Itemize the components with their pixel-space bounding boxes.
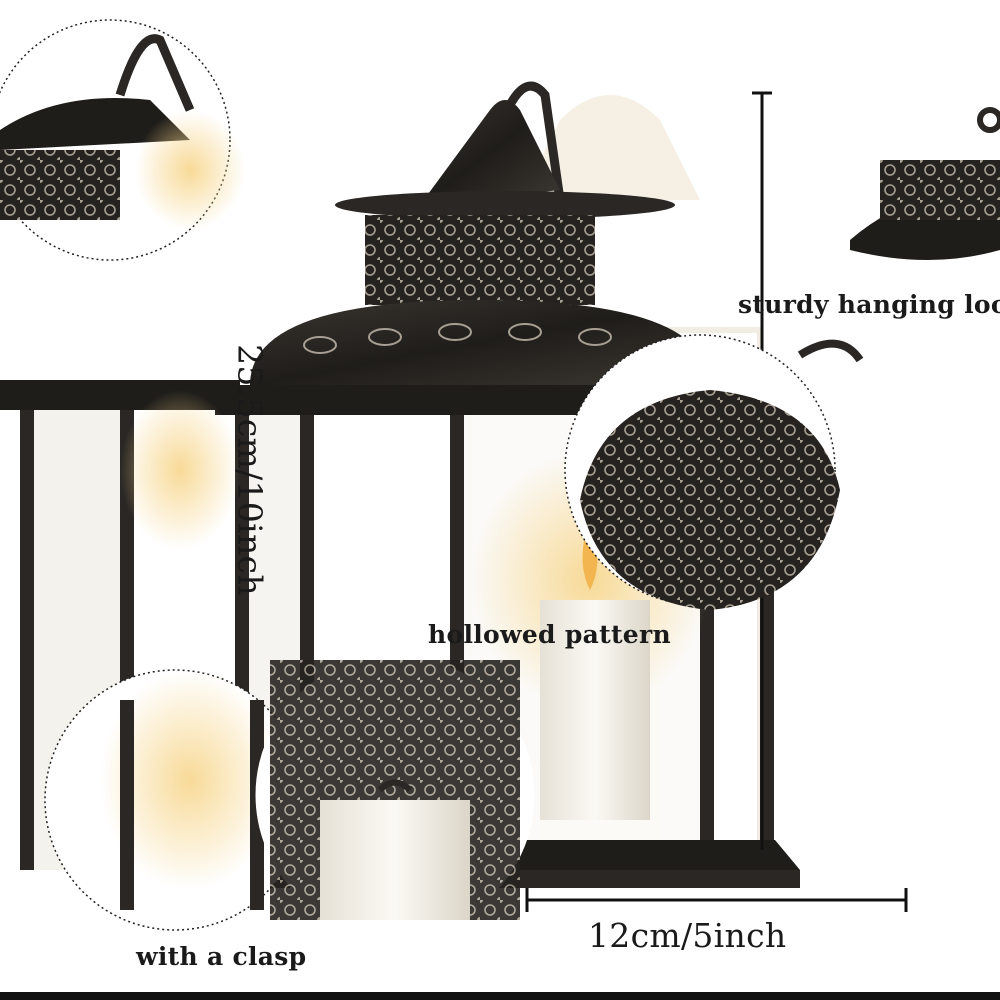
detail-circle-clasp: [44, 669, 306, 931]
detail-circle-loop: [833, 83, 1000, 277]
loop-label: sturdy hanging loop: [738, 290, 1000, 319]
pattern-label: hollowed pattern: [428, 620, 671, 649]
clasp-label: with a clasp: [136, 942, 307, 971]
width-label: 12cm/5inch: [588, 916, 787, 955]
detail-circle-pattern: [564, 334, 864, 610]
bottom-bar: [0, 992, 1000, 1000]
height-label: 25.5cm/10inch: [230, 344, 270, 596]
width-dimension: [525, 888, 908, 912]
detail-circle-top-left: [0, 19, 245, 261]
detail-circle-clasp-closeup: [255, 655, 535, 935]
